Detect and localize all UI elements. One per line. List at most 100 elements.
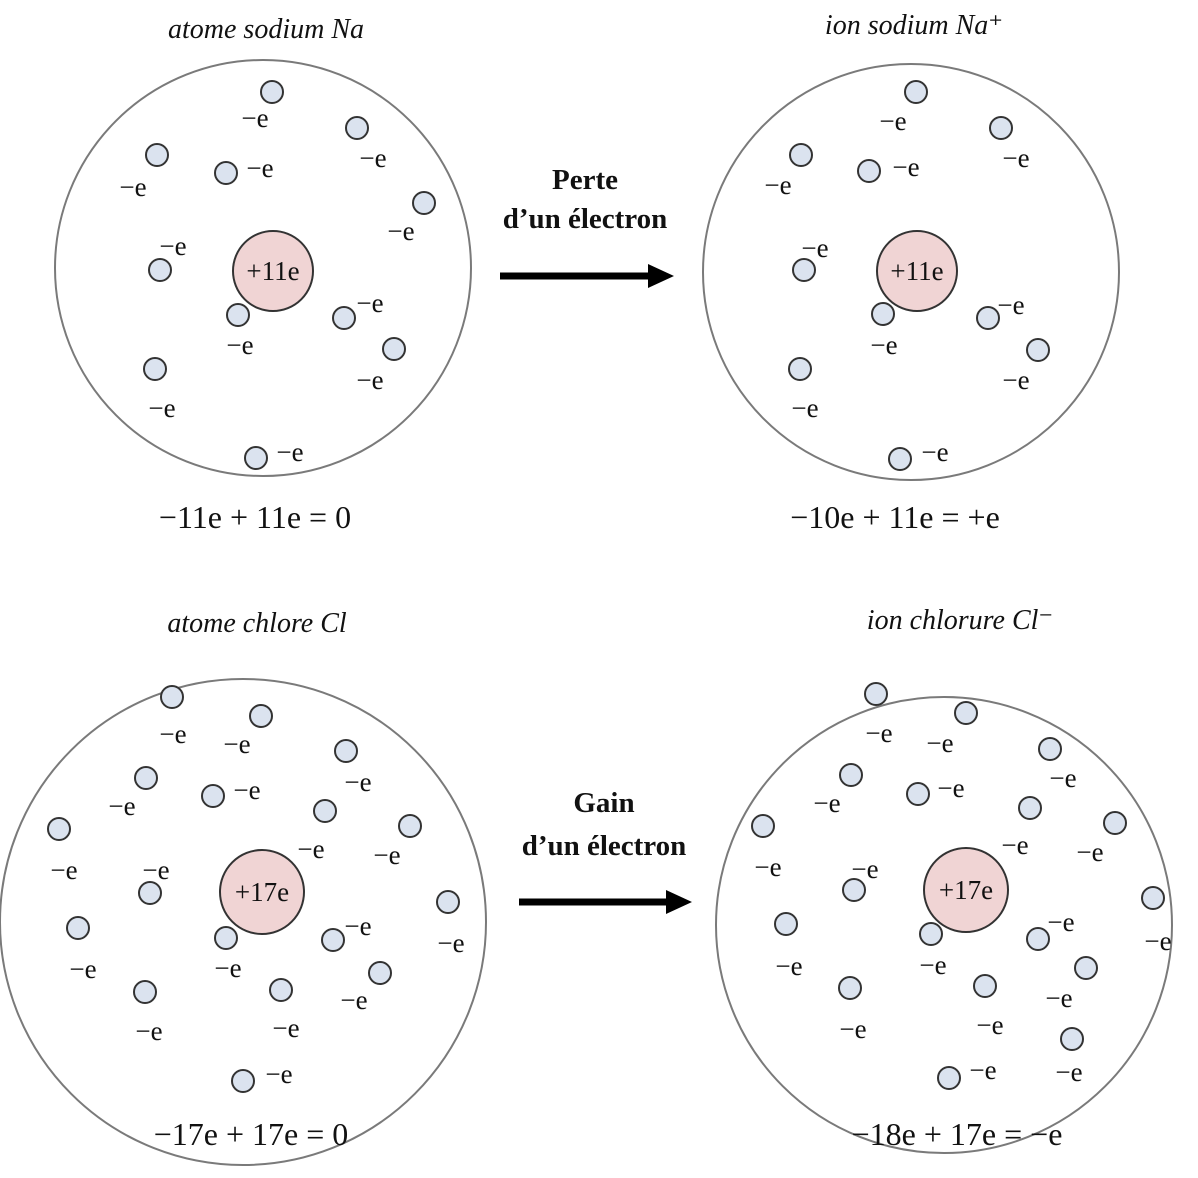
arrow-loss-label-line2: d’un électron xyxy=(503,203,668,235)
electron xyxy=(976,306,1000,330)
electron-charge-label: −e xyxy=(265,1059,292,1089)
electron xyxy=(857,159,881,183)
nucleus xyxy=(923,847,1009,933)
electron xyxy=(1060,1027,1084,1051)
electron-charge-label: −e xyxy=(754,852,781,882)
electron-charge-label: −e xyxy=(50,855,77,885)
electron xyxy=(751,814,775,838)
nucleus xyxy=(232,230,314,312)
electron-charge-label: −e xyxy=(870,330,897,360)
electron xyxy=(1074,956,1098,980)
electron-charge-label: −e xyxy=(1047,907,1074,937)
arrow-loss-label-line1: Perte xyxy=(552,164,618,196)
electron xyxy=(1026,338,1050,362)
electron xyxy=(138,881,162,905)
electron-charge-label: −e xyxy=(919,950,946,980)
electron xyxy=(143,357,167,381)
electron-charge-label: −e xyxy=(937,773,964,803)
electron xyxy=(321,928,345,952)
electron-charge-label: −e xyxy=(879,106,906,136)
electron-charge-label: −e xyxy=(373,840,400,870)
electron xyxy=(788,357,812,381)
electron xyxy=(839,763,863,787)
electron-charge-label: −e xyxy=(344,767,371,797)
electron-charge-label: −e xyxy=(356,288,383,318)
electron-charge-label: −e xyxy=(344,911,371,941)
electron-charge-label: −e xyxy=(1055,1057,1082,1087)
electron-charge-label: −e xyxy=(892,152,919,182)
electron-charge-label: −e xyxy=(159,719,186,749)
arrow-gain-head xyxy=(666,890,692,914)
electron-charge-label: −e xyxy=(813,788,840,818)
electron xyxy=(937,1066,961,1090)
electron-charge-label: −e xyxy=(775,951,802,981)
electron-charge-label: −e xyxy=(142,855,169,885)
electron xyxy=(888,447,912,471)
electron xyxy=(145,143,169,167)
atom-diagram-1: atome sodium Na+11e−e−e−e−e−e−e−e−e−e−e−… xyxy=(54,14,472,535)
electron xyxy=(214,926,238,950)
electron-charge-label: −e xyxy=(839,1014,866,1044)
electron-charge-label: −e xyxy=(1076,837,1103,867)
electron xyxy=(954,701,978,725)
electron xyxy=(1141,886,1165,910)
electron-charge-label: −e xyxy=(865,718,892,748)
electron-charge-label: −e xyxy=(437,928,464,958)
nucleus xyxy=(876,230,958,312)
electron-charge-label: −e xyxy=(69,954,96,984)
electron-charge-label: −e xyxy=(926,728,953,758)
electron-charge-label: −e xyxy=(246,153,273,183)
atoms-layer: atome sodium Na+11e−e−e−e−e−e−e−e−e−e−e−… xyxy=(0,10,1173,1166)
electron xyxy=(231,1069,255,1093)
atom-title: ion chlorure Cl⁻ xyxy=(867,605,1053,636)
arrow-loss-head xyxy=(648,264,674,288)
atom-diagram-4: ion chlorure Cl⁻+17e−e−e−e−e−e−e−e−e−e−e… xyxy=(715,605,1173,1154)
arrow-loss: Perte d’un électron xyxy=(500,164,674,288)
electron xyxy=(973,974,997,998)
electron xyxy=(47,817,71,841)
electron-charge-label: −e xyxy=(340,985,367,1015)
electron xyxy=(1103,811,1127,835)
electron-charge-label: −e xyxy=(223,729,250,759)
nucleus-charge-label: +17e xyxy=(235,877,289,907)
electron-charge-label: −e xyxy=(1045,983,1072,1013)
nucleus-charge-label: +11e xyxy=(246,256,299,286)
electron xyxy=(436,890,460,914)
electron-charge-label: −e xyxy=(135,1016,162,1046)
nucleus xyxy=(219,849,305,935)
electron xyxy=(201,784,225,808)
arrow-gain-label-line2: d’un électron xyxy=(522,830,687,862)
electron-charge-label: −e xyxy=(969,1055,996,1085)
arrow-gain-label-line1: Gain xyxy=(573,787,634,819)
electron-charge-label: −e xyxy=(997,290,1024,320)
electron xyxy=(345,116,369,140)
electron xyxy=(313,799,337,823)
electron xyxy=(989,116,1013,140)
arrow-gain: Gain d’un électron xyxy=(519,787,692,914)
electron xyxy=(260,80,284,104)
electron-charge-label: −e xyxy=(1049,763,1076,793)
electron-charge-label: −e xyxy=(976,1010,1003,1040)
electron-charge-label: −e xyxy=(791,393,818,423)
electron-charge-label: −e xyxy=(108,791,135,821)
electron-charge-label: −e xyxy=(119,172,146,202)
electron xyxy=(774,912,798,936)
nucleus-charge-label: +11e xyxy=(890,256,943,286)
electron-charge-label: −e xyxy=(159,231,186,261)
electron-charge-label: −e xyxy=(276,437,303,467)
electron-charge-label: −e xyxy=(297,834,324,864)
electron xyxy=(334,739,358,763)
electron xyxy=(838,976,862,1000)
electron-charge-label: −e xyxy=(241,103,268,133)
electron xyxy=(249,704,273,728)
electron xyxy=(919,922,943,946)
electron xyxy=(148,258,172,282)
electron-charge-label: −e xyxy=(272,1013,299,1043)
electron-charge-label: −e xyxy=(356,365,383,395)
atom-title: atome chlore Cl xyxy=(167,608,347,639)
electron-charge-label: −e xyxy=(359,143,386,173)
electron xyxy=(1038,737,1062,761)
electron xyxy=(244,446,268,470)
electron xyxy=(133,980,157,1004)
electron xyxy=(412,191,436,215)
